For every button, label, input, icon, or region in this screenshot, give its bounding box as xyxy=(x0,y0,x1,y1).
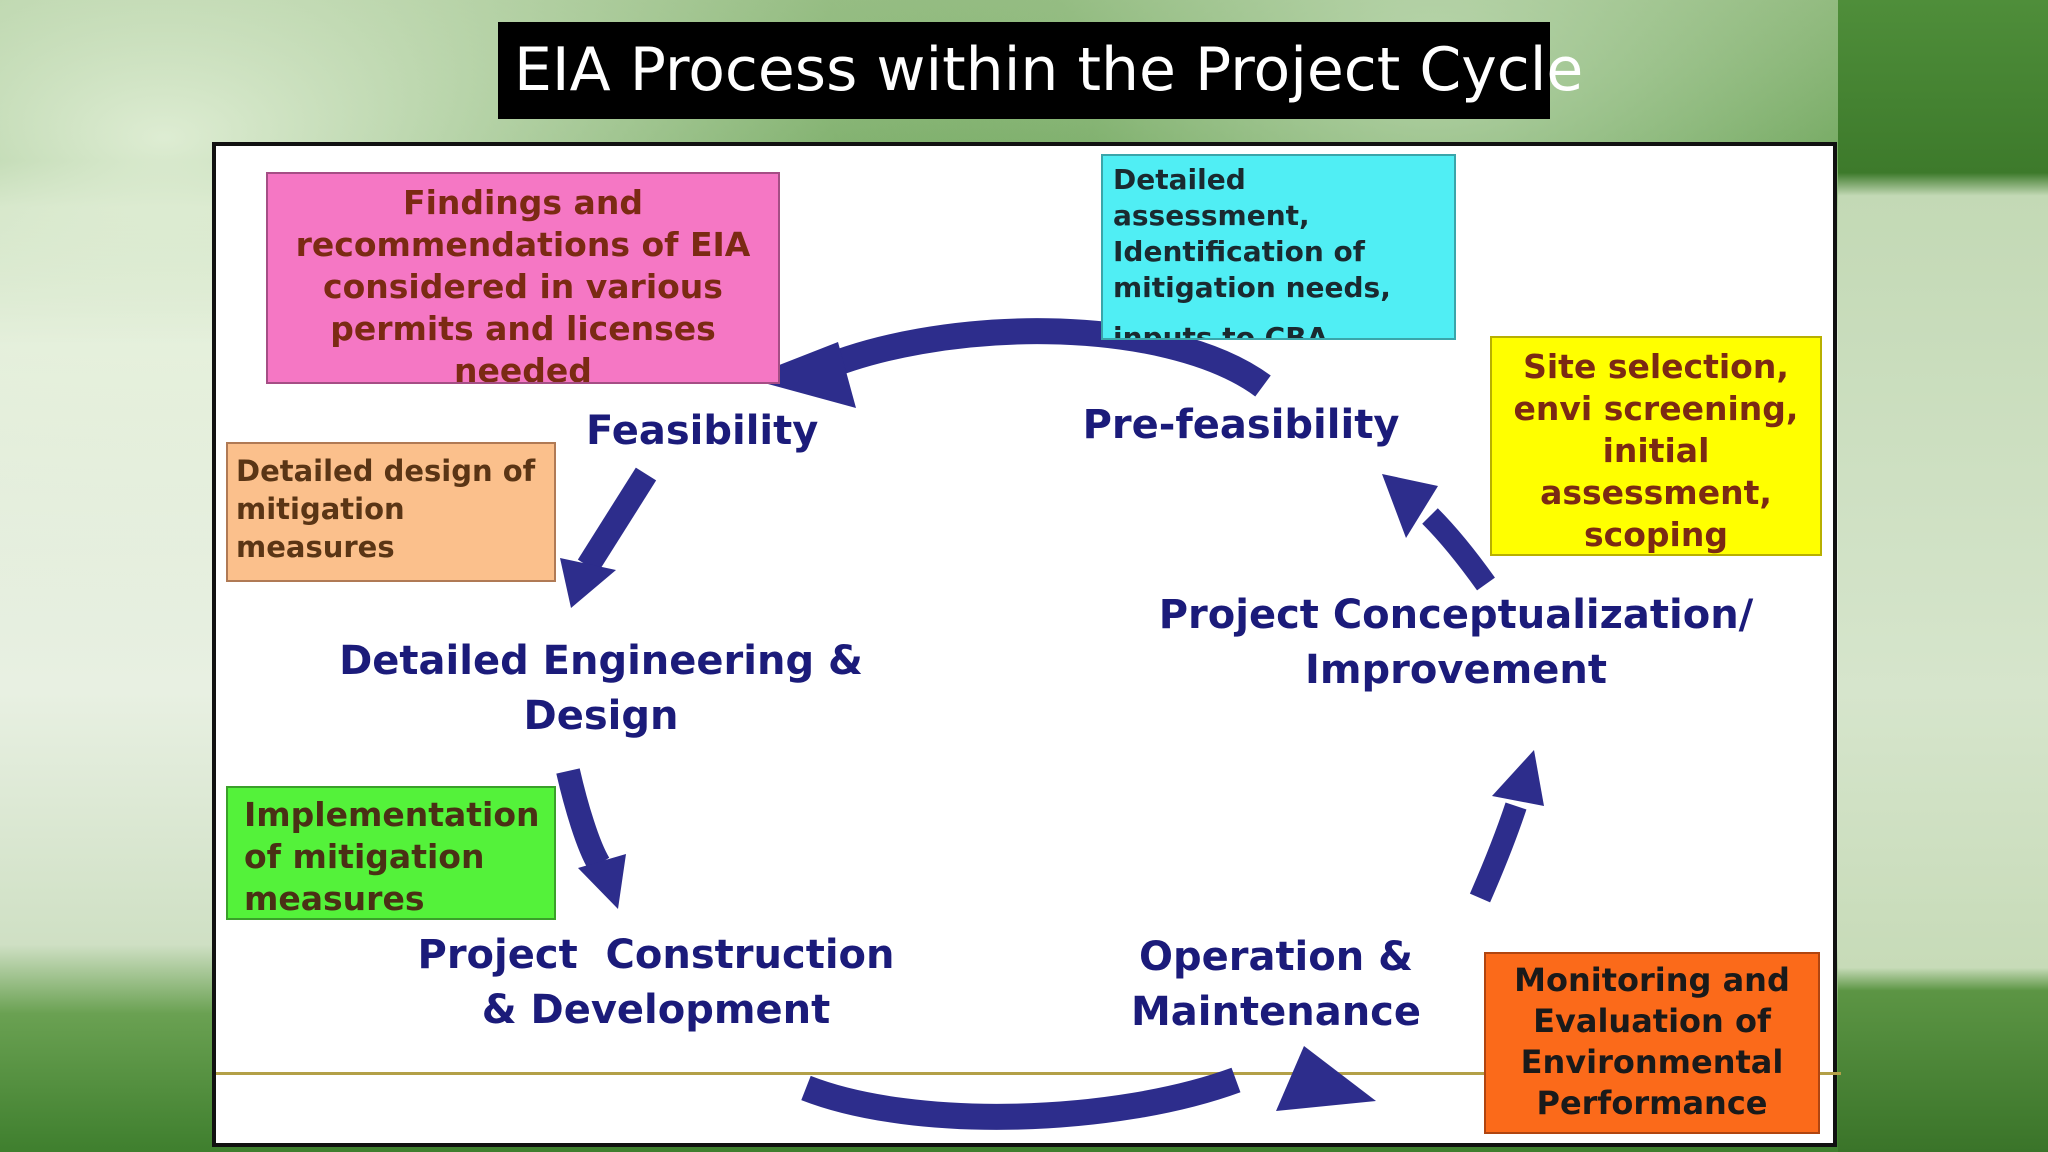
arrow-head xyxy=(578,854,626,909)
arrow-head xyxy=(746,342,856,408)
arrow-engineering-to-construction xyxy=(556,768,610,871)
arrow-feasibility-to-engineering xyxy=(577,467,657,573)
note-monitoring: Monitoring and Evaluation of Environment… xyxy=(1484,952,1820,1134)
stage-construction: Project Construction & Development xyxy=(417,932,895,1033)
arrow-construction-to-operation xyxy=(801,1067,1241,1130)
stage-conceptualization: Project Conceptualization/ Improvement xyxy=(1158,592,1754,693)
background-band xyxy=(1838,0,2048,1152)
slide-title: EIA Process within the Project Cycle xyxy=(498,22,1583,119)
note-implementation: Implementation of mitigation measures xyxy=(226,786,556,920)
arrow-head xyxy=(1276,1046,1376,1111)
note-detailed-assessment: Detailed assessment, Identification of m… xyxy=(1101,154,1456,340)
cycle-arrows xyxy=(556,318,1544,1130)
stage-operation: Operation & Maintenance xyxy=(1130,934,1422,1035)
diagram-panel: Findings and recommendations of EIA cons… xyxy=(212,142,1841,1147)
stage-feasibility: Feasibility xyxy=(586,408,819,454)
arrow-prefeasibility-to-feasibility xyxy=(804,318,1271,397)
note-site-selection: Site selection, envi screening, initial … xyxy=(1490,336,1822,556)
arrow-conceptualization-to-prefeasibility xyxy=(1422,508,1495,591)
note-detailed-design: Detailed design of mitigation measures xyxy=(226,442,556,582)
stage-engineering: Detailed Engineering & Design xyxy=(339,638,863,739)
arrow-head xyxy=(1492,750,1544,806)
stage-pre-feasibility: Pre-feasibility xyxy=(1082,402,1400,448)
arrow-operation-to-conceptualization xyxy=(1469,802,1527,903)
divider-line xyxy=(216,1072,1841,1075)
note-findings: Findings and recommendations of EIA cons… xyxy=(266,172,780,384)
arrow-head xyxy=(1382,474,1438,538)
arrow-head xyxy=(560,558,616,608)
